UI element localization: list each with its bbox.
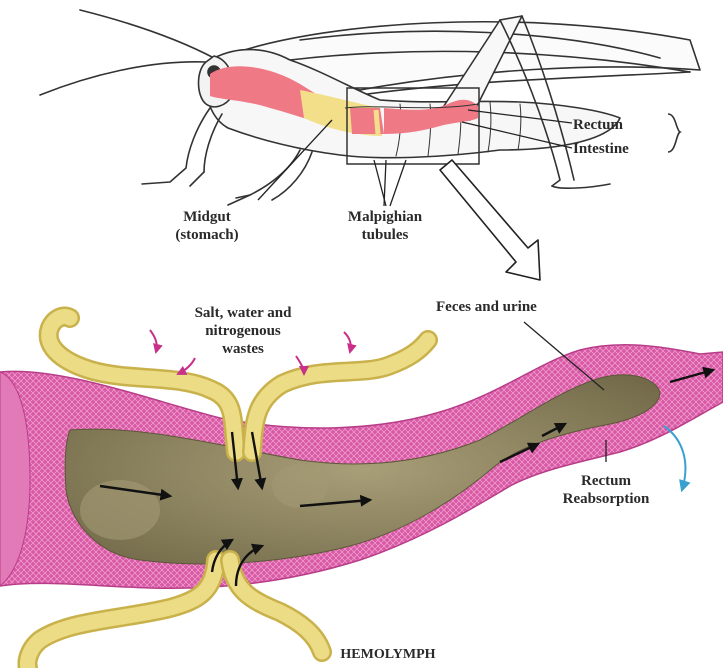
label-midgut: Midgut (stomach) — [162, 208, 252, 244]
label-malpighian-line2: tubules — [320, 226, 450, 244]
label-reabsorption: Reabsorption — [556, 490, 656, 508]
label-midgut-line2: (stomach) — [162, 226, 252, 244]
label-malpighian: Malpighian tubules — [320, 208, 450, 244]
label-salt-line2: nitrogenous — [148, 322, 338, 340]
label-salt-line3: wastes — [148, 340, 338, 358]
label-rectum-bottom: Rectum — [556, 472, 656, 490]
reabsorption-arrow — [664, 426, 685, 490]
label-malpighian-line1: Malpighian — [320, 208, 450, 226]
label-rectum-reabsorption: Rectum Reabsorption — [556, 472, 656, 508]
label-intestine: Intestine — [573, 140, 629, 158]
label-rectum-top: Rectum — [573, 116, 623, 134]
label-salt-water-wastes: Salt, water and nitrogenous wastes — [148, 304, 338, 358]
bracket — [668, 114, 680, 152]
label-midgut-line1: Midgut — [162, 208, 252, 226]
label-salt-line1: Salt, water and — [148, 304, 338, 322]
label-feces: Feces and urine — [436, 298, 537, 316]
magnify-callout-arrow — [440, 160, 540, 280]
label-hemolymph: HEMOLYMPH — [318, 646, 458, 664]
